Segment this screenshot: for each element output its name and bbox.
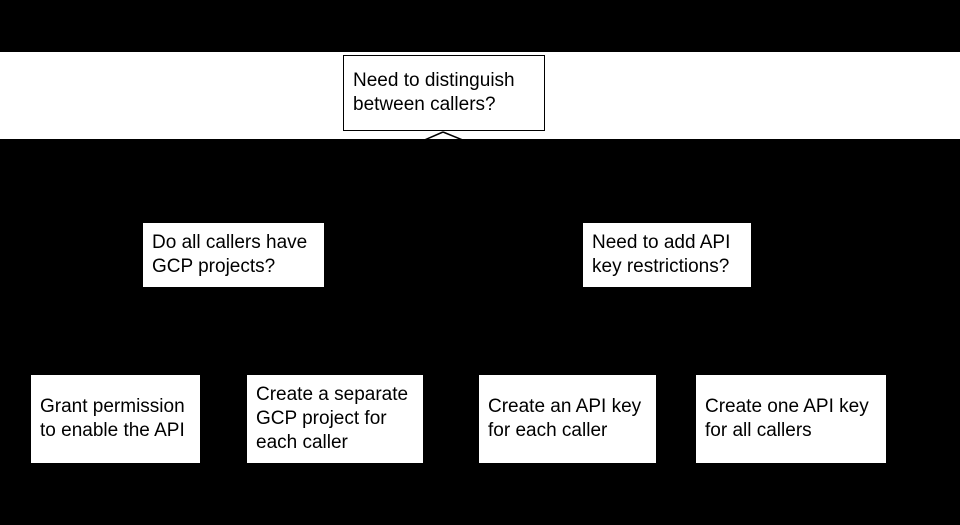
node-text-line: each caller	[256, 432, 348, 453]
node-text-line: Need to add API	[592, 232, 731, 253]
node-text-line: Create one API key	[705, 396, 869, 417]
node-gcp-projects-question: Do all callers have GCP projects?	[142, 222, 325, 288]
node-text-line: Create an API key	[488, 396, 642, 417]
node-text-line: key restrictions?	[592, 256, 730, 277]
node-api-key-each-caller: Create an API key for each caller	[478, 374, 657, 464]
node-grant-permission: Grant permission to enable the API	[30, 374, 201, 464]
node-text-line: for each caller	[488, 420, 608, 441]
node-separate-gcp-project: Create a separate GCP project for each c…	[246, 374, 424, 464]
node-need-to-distinguish: Need to distinguish between callers?	[343, 55, 545, 131]
node-text-line: Need to distinguish	[353, 70, 515, 91]
node-text-line: to enable the API	[40, 420, 185, 441]
node-text-line: GCP project for	[256, 408, 387, 429]
node-text-line: between callers?	[353, 94, 496, 115]
node-text-line: Do all callers have	[152, 232, 308, 253]
branch-line-right	[442, 131, 463, 139]
node-api-key-all-callers: Create one API key for all callers	[695, 374, 887, 464]
node-text-line: GCP projects?	[152, 256, 276, 277]
branch-line-left	[424, 131, 444, 139]
node-text-line: Create a separate	[256, 384, 409, 405]
node-key-restrictions-question: Need to add API key restrictions?	[582, 222, 752, 288]
node-text-line: Grant permission	[40, 396, 185, 417]
node-text-line: for all callers	[705, 420, 812, 441]
